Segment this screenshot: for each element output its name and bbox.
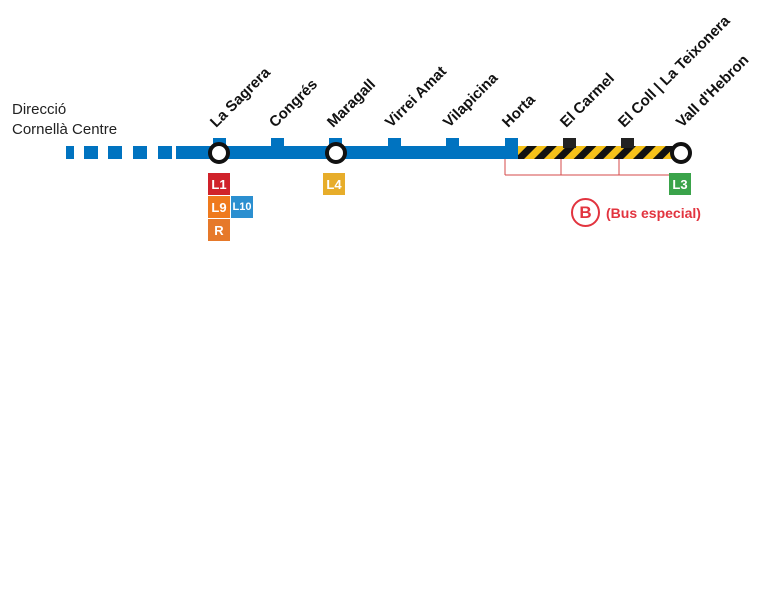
direction-label: Direcció Cornellà Centre — [12, 100, 117, 140]
badge-l9: L9 — [208, 196, 230, 218]
interchange-sagrera — [208, 142, 230, 164]
interchange-vall-hebron — [670, 142, 692, 164]
station-tick-el-carmel — [563, 138, 576, 148]
bus-especial: B (Bus especial) — [571, 198, 701, 227]
badge-l4: L4 — [323, 173, 345, 195]
direction-line-2: Cornellà Centre — [12, 121, 118, 138]
station-tick-congres — [271, 138, 284, 148]
station-tick-vilapicina — [446, 138, 459, 148]
dashed-approach — [66, 146, 172, 159]
bus-especial-label: (Bus especial) — [606, 204, 701, 221]
station-tick-el-coll — [621, 138, 634, 148]
special-service-section — [518, 146, 682, 159]
direction-line-1: Direcció — [12, 101, 67, 118]
badge-r: R — [208, 219, 230, 241]
badge-l10: L10 — [231, 196, 253, 218]
badge-l3: L3 — [669, 173, 691, 195]
station-tick-horta — [505, 138, 518, 159]
bus-bracket — [504, 159, 681, 176]
metro-line-solid — [176, 146, 518, 159]
interchange-maragall — [325, 142, 347, 164]
badge-l1: L1 — [208, 173, 230, 195]
bus-icon: B — [571, 198, 600, 227]
station-tick-virrei-amat — [388, 138, 401, 148]
